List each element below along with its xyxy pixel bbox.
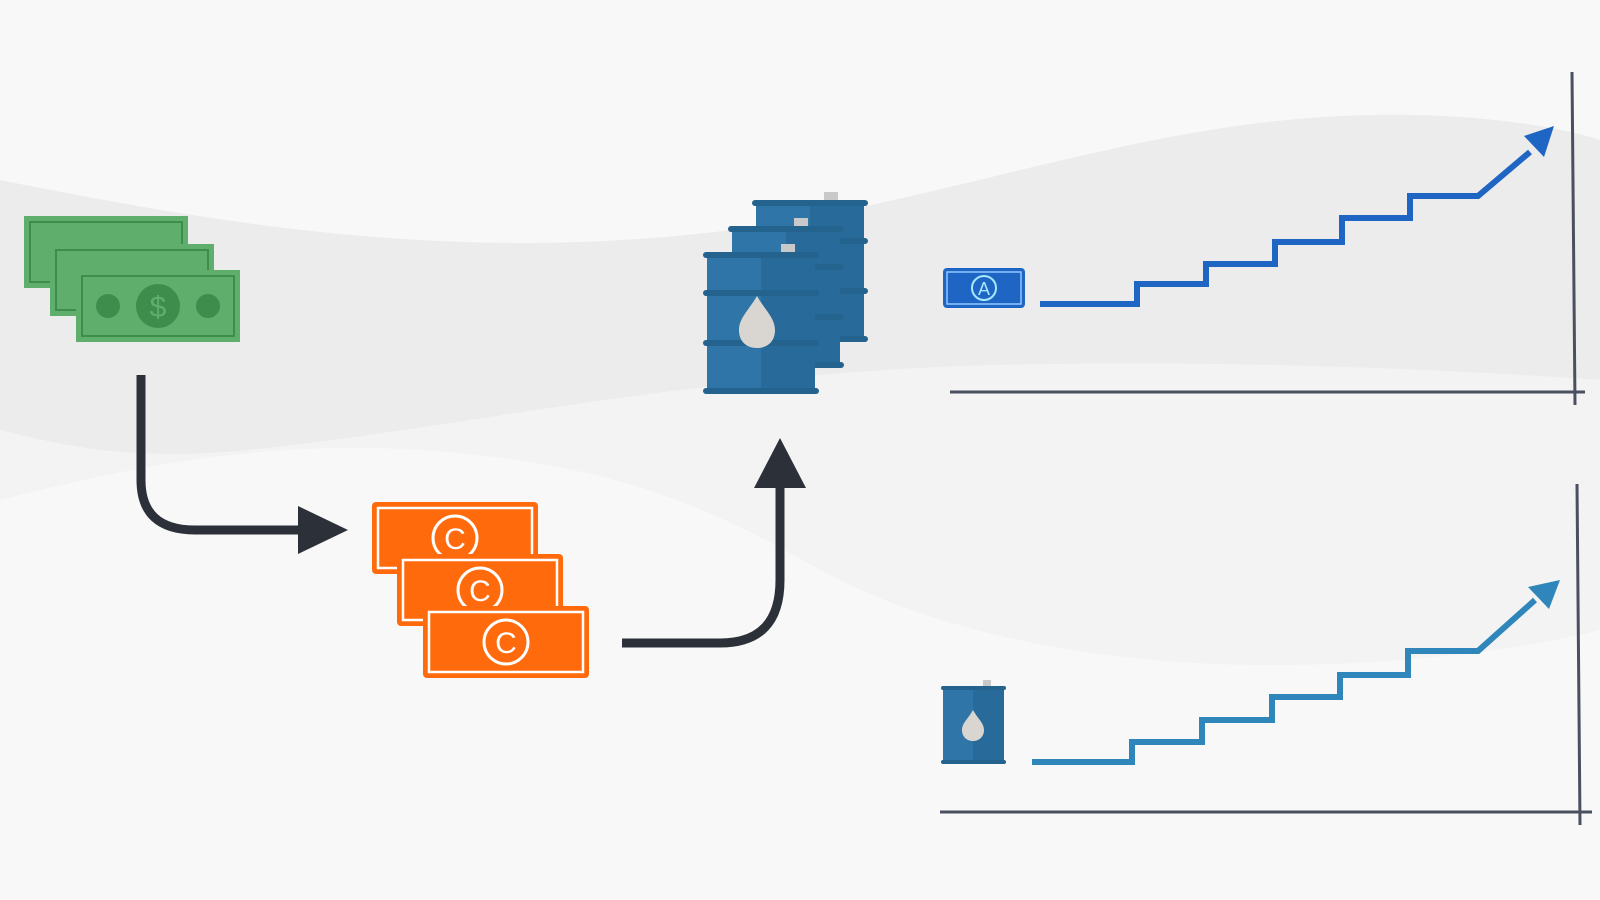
currency-c-bills-icon: C C C	[372, 502, 589, 678]
a-symbol: A	[978, 279, 990, 299]
oil-barrels-icon	[703, 192, 868, 394]
background-wave-light	[0, 363, 1600, 666]
currency-a-bill-icon: A	[943, 268, 1025, 308]
top-step-arrowhead	[1524, 126, 1554, 157]
c-symbol: C	[444, 523, 466, 556]
bottom-step-arrowhead	[1528, 580, 1560, 609]
c-symbol: C	[469, 575, 491, 608]
flow-arrow-dollar-to-currency	[136, 375, 300, 535]
c-symbol: C	[495, 627, 517, 660]
bottom-chart-y-axis	[1575, 483, 1582, 826]
flow-arrowhead-right	[298, 506, 348, 554]
top-step-line	[1040, 149, 1532, 307]
flow-arrow-currency-to-oil	[622, 480, 785, 648]
oil-drop-icon	[739, 296, 775, 348]
oil-drop-icon	[962, 710, 984, 741]
flow-arrowhead-up	[754, 438, 806, 488]
oil-barrel-icon	[941, 680, 1006, 764]
dollar-symbol: $	[150, 291, 167, 324]
bottom-step-line	[1032, 597, 1538, 765]
bottom-step-chart	[940, 483, 1592, 826]
top-chart-y-axis	[1570, 71, 1577, 406]
dollar-bills-icon: $	[24, 216, 240, 342]
top-step-chart: A	[943, 71, 1585, 406]
